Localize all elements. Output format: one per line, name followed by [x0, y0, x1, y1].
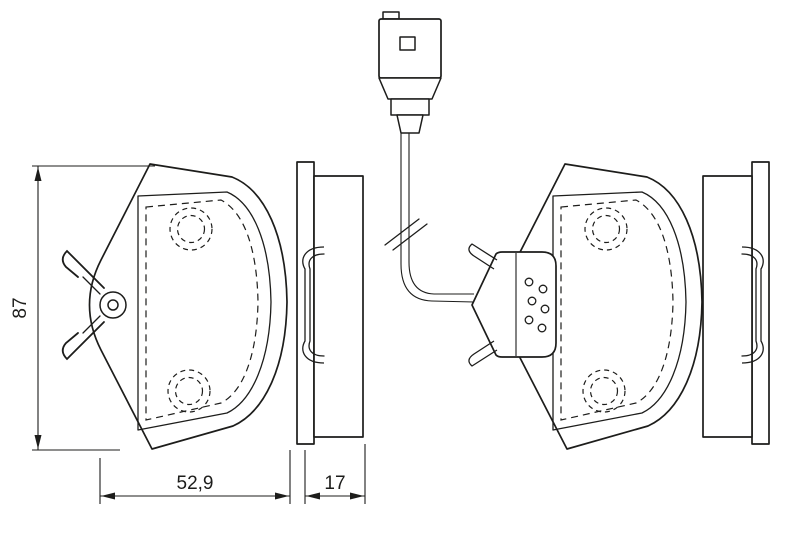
wear-sensor-assembly [378, 11, 557, 367]
height-arrow-top [34, 167, 42, 181]
sensor-spring-arm-top [468, 243, 498, 270]
cable-break-mark-2 [392, 223, 428, 251]
sensor-rivet-5 [524, 315, 534, 325]
sensor-rivet-4 [540, 304, 550, 314]
sensor-cable [384, 133, 475, 303]
connector-boot [396, 114, 424, 134]
guide-pin-hole [107, 299, 119, 311]
thickness-label: 17 [324, 473, 345, 494]
connector-collar [390, 98, 430, 116]
height-label: 87 [10, 297, 31, 318]
cable-break-mark-1 [384, 218, 420, 246]
sensor-rivet-6 [537, 323, 547, 333]
sensor-spring-arm-bottom [468, 340, 498, 367]
height-dimension: 87 [10, 165, 155, 451]
spring-upper-leg [82, 276, 101, 295]
left-pad-side-shape [296, 161, 364, 445]
sensor-rivet-1 [524, 277, 534, 287]
retaining-spring [61, 249, 105, 361]
sensor-body-shell [471, 251, 557, 358]
right-brake-pad-side-view [702, 161, 770, 445]
connector-latch-window [399, 36, 416, 51]
thickness-arrow-left [306, 492, 320, 500]
thickness-dimension: 17 [304, 444, 366, 504]
thickness-arrow-right [350, 492, 364, 500]
connector-top-step [382, 11, 400, 20]
height-arrow-bottom [34, 435, 42, 449]
spring-lower-arm [61, 321, 105, 361]
width-dimension: 52,9 [99, 450, 291, 504]
sensor-rivet-2 [538, 284, 548, 294]
left-brake-pad-side-view [296, 161, 364, 445]
spring-lower-leg [82, 315, 101, 334]
width-label: 52,9 [177, 473, 214, 494]
spring-upper-arm [61, 249, 105, 289]
left-brake-pad-front-view [61, 163, 288, 450]
width-arrow-right [275, 492, 289, 500]
cable-edge-outer [400, 133, 475, 303]
right-pad-side-shape [702, 161, 770, 445]
wear-sensor-body [468, 243, 557, 367]
width-arrow-left [101, 492, 115, 500]
cable-edge-inner [408, 133, 474, 295]
guide-pin [99, 291, 127, 319]
sensor-rivet-3 [527, 296, 537, 306]
connector-shoulder [378, 77, 442, 100]
sensor-connector-plug [378, 11, 442, 134]
